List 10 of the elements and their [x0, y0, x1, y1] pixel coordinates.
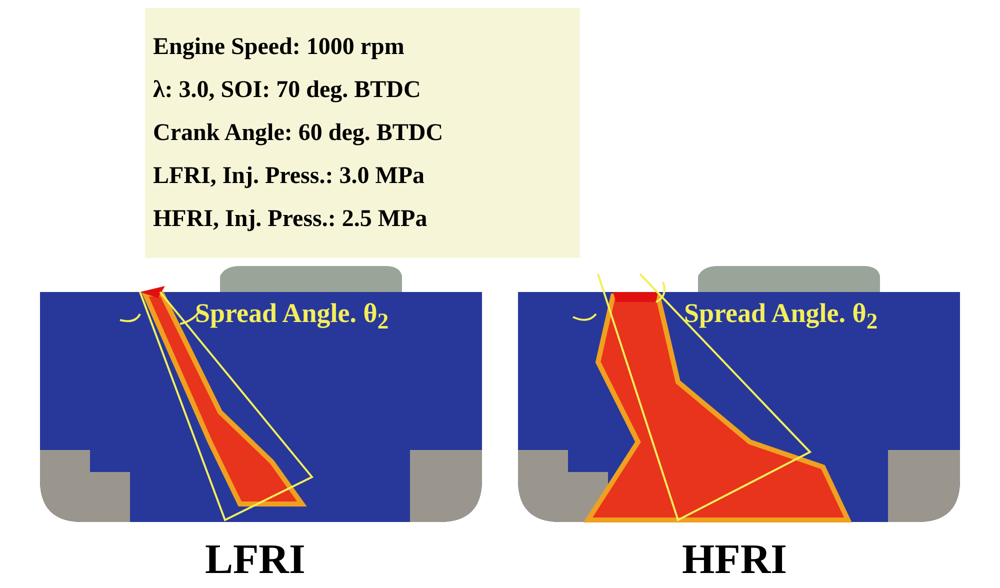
- condition-text: λ: 3.0, SOI: 70 deg. BTDC: [153, 76, 421, 105]
- condition-text: LFRI, Inj. Press.: 3.0 MPa: [153, 162, 425, 191]
- info-panel: [145, 8, 580, 258]
- panel-caption: HFRI: [682, 536, 787, 584]
- angle-label: Spread Angle. θ$_{2}$: [195, 298, 389, 334]
- condition-text: Engine Speed: 1000 rpm: [153, 33, 404, 62]
- condition-text: HFRI, Inj. Press.: 2.5 MPa: [153, 205, 428, 234]
- angle-label: Spread Angle. θ$_{2}$: [684, 298, 878, 334]
- panel-caption: LFRI: [205, 536, 306, 584]
- condition-text: Crank Angle: 60 deg. BTDC: [153, 119, 444, 148]
